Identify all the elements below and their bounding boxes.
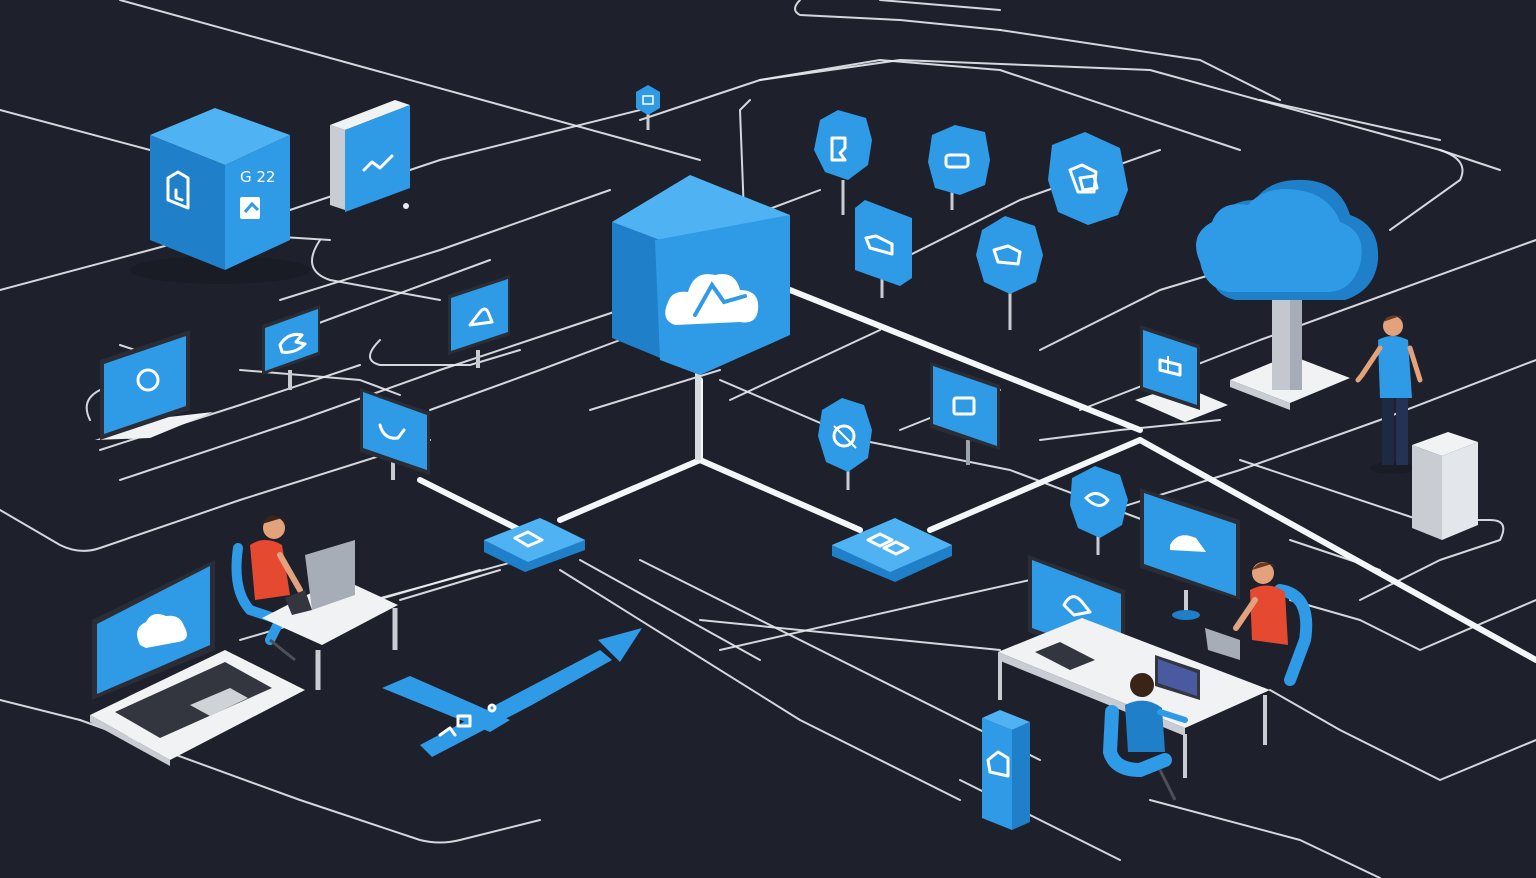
floor-arrow (382, 628, 642, 757)
refresh-arrow-icon (378, 423, 406, 440)
box-icon (642, 95, 654, 105)
chat-icon (944, 153, 970, 169)
cursor-pad-icon (1158, 356, 1182, 377)
laptop-large[interactable] (90, 560, 305, 766)
stack-icon (992, 244, 1022, 266)
dog-icon (1062, 595, 1092, 617)
person-standing-right (1355, 315, 1423, 474)
sign-node-5[interactable] (976, 216, 1043, 330)
backbone-links (417, 287, 1536, 663)
document-clock-icon (166, 170, 190, 210)
bird-icon (278, 333, 307, 354)
hub-node-right[interactable] (832, 518, 952, 582)
person-at-desk-blue (1102, 673, 1188, 801)
small-pin-node[interactable] (636, 85, 660, 130)
cloud-icon (137, 614, 187, 648)
small-desk (262, 578, 398, 690)
monitor-left-2[interactable] (262, 305, 320, 390)
gear-cloud-icon (136, 368, 160, 392)
server-block[interactable]: G 22 (130, 108, 310, 284)
monitor-left-3[interactable] (448, 275, 510, 368)
monitor-left-1[interactable] (95, 330, 213, 440)
person-at-desk-red (1205, 562, 1313, 686)
sign-node-3[interactable] (1048, 132, 1128, 225)
laptop-small[interactable] (285, 540, 355, 615)
network-icon (832, 424, 857, 449)
sign-node-1[interactable] (814, 110, 872, 215)
storage-unit (1412, 432, 1478, 540)
monitor-desk-back[interactable] (1140, 488, 1240, 620)
cloud-icon (1196, 179, 1379, 300)
sign-node-6[interactable] (818, 398, 872, 490)
tag-icon (864, 234, 894, 256)
laptop-desk[interactable] (1155, 655, 1200, 700)
double-square-link-icon (866, 532, 910, 556)
blue-cabinet (982, 710, 1030, 830)
sign-node-7[interactable] (1070, 466, 1128, 555)
monitor-center[interactable] (930, 362, 1000, 465)
access-panel[interactable] (330, 100, 410, 212)
key-icon (362, 154, 394, 172)
pin-user-icon (468, 307, 494, 327)
cloud-server[interactable] (1196, 179, 1379, 410)
square-link-icon (513, 530, 544, 548)
monitor-right[interactable] (1135, 325, 1228, 422)
person-at-laptop-left (231, 515, 303, 662)
chat-bubble-icon (240, 197, 260, 219)
hat-icon (1170, 535, 1206, 552)
hub-node-left[interactable] (484, 518, 585, 572)
link-icon (1084, 492, 1110, 507)
central-cloud-node[interactable] (612, 175, 790, 460)
sign-node-4[interactable] (855, 200, 912, 298)
sign-node-2[interactable] (928, 125, 990, 210)
folder-icon (952, 396, 976, 416)
arrow-icon (438, 703, 497, 737)
monitor-left-4[interactable] (360, 388, 430, 480)
cloud-a-icon (665, 274, 759, 325)
server-label: G 22 (240, 168, 275, 186)
cloud-badge-icon (986, 750, 1010, 778)
images-icon (1068, 163, 1099, 194)
puzzle-icon (830, 136, 847, 162)
